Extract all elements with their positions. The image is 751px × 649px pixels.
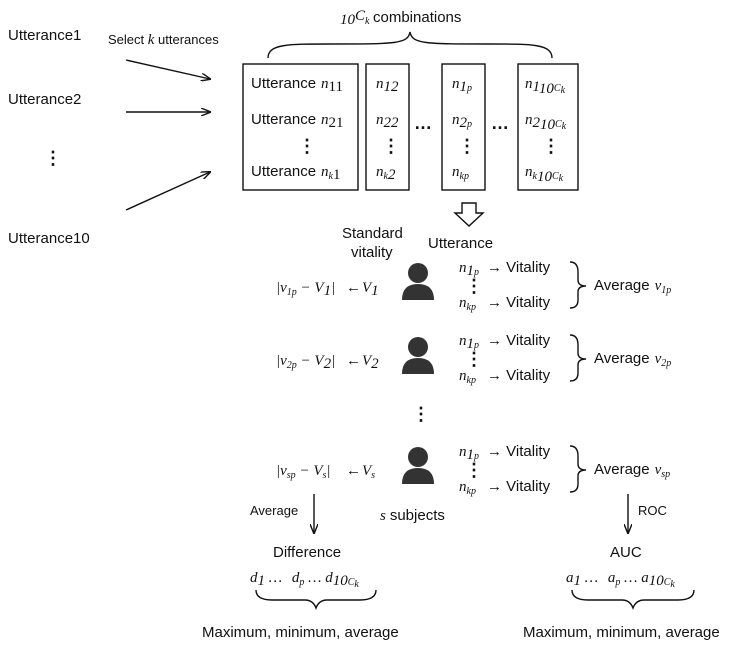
combination-box-p [441,63,486,191]
box2-row1: n12 [376,76,399,95]
nkp-label-1: nkp [459,295,476,313]
person-icon [402,447,434,484]
subject-row-s: |vsp − Vs| ← Vs n1p → Vitality ⋮ nkp → V… [276,443,670,497]
combinations-math: 10Ck [340,8,370,28]
vitality-2a: → Vitality [487,332,551,349]
utterance-1-label: Utterance1 [8,27,81,44]
left-average-label: Average [250,503,298,518]
box2-row3: nk2 [376,164,396,183]
diff-expr-s: |vsp − Vs| [276,463,331,481]
standard-vitality-s: Vs [362,463,375,481]
auc-terms: a1 … ap … a10Ck [566,570,675,590]
nkp-label-2: nkp [459,368,476,386]
boxlast-ellipsis: ⋮ [542,136,560,156]
standard-vitality-1: V1 [362,280,379,299]
combinations-brace [267,31,553,59]
subject-ellipsis: ⋮ [412,404,430,424]
select-k-label: Select k utterances [108,32,219,48]
arrow-left-s: ← [346,463,361,479]
person-icon [402,263,434,300]
boxp-ellipsis: ⋮ [458,136,476,156]
vitality-2b: → Vitality [487,367,551,384]
difference-label: Difference [273,544,341,561]
box1-ellipsis: ⋮ [298,136,316,156]
combination-box-last [517,63,579,191]
utterance-10-label: Utterance10 [8,230,90,247]
horizontal-ellipsis-1: … [414,113,432,133]
difference-brace [255,589,377,610]
vitality-sb: → Vitality [487,478,551,495]
diff-expr-1: |v1p − V1| [276,280,335,299]
vitality-1b: → Vitality [487,294,551,311]
arrow-left-1: ← [346,280,361,296]
standard-vitality-2: V2 [362,353,379,372]
brace-1 [569,261,587,309]
summary-right: Maximum, minimum, average [523,624,720,641]
standard-vitality-line1: Standard [342,225,403,242]
vitality-sa: → Vitality [487,443,551,460]
auc-label: AUC [610,544,642,561]
auc-brace [571,589,695,610]
brace-s [569,445,587,493]
combination-box-2 [365,63,410,191]
arrow-utterance-1 [125,59,210,79]
box2-row2: n22 [376,112,399,131]
horizontal-ellipsis-2: … [491,113,509,133]
roc-label: ROC [638,503,667,518]
summary-left: Maximum, minimum, average [202,624,399,641]
ellipsis-s: ⋮ [465,460,483,480]
ellipsis-2: ⋮ [465,349,483,369]
utterance-2-label: Utterance2 [8,91,81,108]
utterance-header: Utterance [428,235,493,252]
arrow-utterance-10 [125,172,210,211]
standard-vitality-line2: vitality [351,244,393,261]
subject-row-1: |v1p − V1| ← V1 n1p → Vitality ⋮ nkp → V… [276,259,671,313]
brace-2 [569,334,587,382]
hollow-down-arrow-icon [453,202,485,227]
combinations-label: combinations [373,9,461,26]
ellipsis-1: ⋮ [465,276,483,296]
vitality-1a: → Vitality [487,259,551,276]
arrow-left-2: ← [346,353,361,369]
combination-box-1 [242,63,359,191]
difference-terms: d1 … dp … d10Ck [250,570,359,590]
box2-ellipsis: ⋮ [382,136,400,156]
nkp-label-s: nkp [459,479,476,497]
diff-expr-2: |v2p − V2| [276,353,335,372]
vertical-ellipsis: ⋮ [44,148,62,168]
person-icon [402,337,434,374]
subject-row-2: |v2p − V2| ← V2 n1p → Vitality ⋮ nkp → V… [276,332,671,386]
